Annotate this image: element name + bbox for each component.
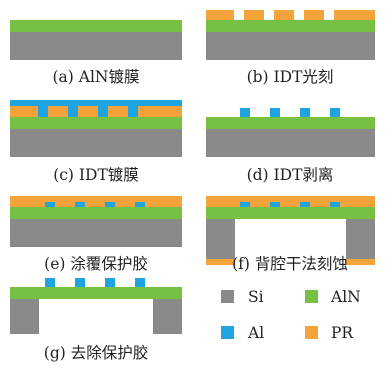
- legend-label-si: Si: [248, 288, 264, 306]
- pr-block: [334, 10, 375, 20]
- legend-swatch-aln: [305, 290, 318, 303]
- step-e-diagram: [10, 196, 182, 247]
- al-electrode: [135, 278, 145, 287]
- step-b-label: (b) IDT光刻: [247, 68, 334, 86]
- si-substrate: [10, 129, 182, 157]
- al-electrode: [270, 108, 280, 117]
- step-g-label: (g) 去除保护胶: [44, 344, 148, 362]
- al-electrode: [75, 202, 85, 207]
- al-electrode: [45, 278, 55, 287]
- step-c-label: (c) IDT镀膜: [53, 166, 139, 184]
- al-electrode: [330, 202, 340, 207]
- aln-layer: [206, 20, 375, 32]
- step-g-diagram: [10, 278, 182, 334]
- step-c-diagram: [10, 100, 182, 157]
- si-substrate: [10, 32, 182, 60]
- aln-layer: [10, 287, 182, 299]
- pr-block: [78, 106, 98, 117]
- pr-block: [274, 10, 294, 20]
- al-electrode: [38, 106, 48, 117]
- aln-layer: [10, 117, 182, 129]
- step-d-diagram: [206, 108, 375, 157]
- al-electrode: [300, 202, 310, 207]
- al-electrode: [68, 106, 78, 117]
- si-substrate: [206, 32, 375, 60]
- step-d-label: (d) IDT剥离: [247, 166, 334, 184]
- step-f-label: (f) 背腔干法刻蚀: [232, 255, 348, 273]
- al-electrode: [45, 202, 55, 207]
- pr-block: [108, 106, 128, 117]
- al-electrode: [75, 278, 85, 287]
- al-electrode: [270, 202, 280, 207]
- pr-block: [244, 10, 264, 20]
- aln-layer: [10, 20, 182, 32]
- pr-block: [138, 106, 182, 117]
- pr-backside: [346, 259, 375, 265]
- al-electrode: [105, 202, 115, 207]
- legend: Si AlN Al PR: [221, 288, 361, 342]
- step-a-label: (a) AlN镀膜: [53, 68, 140, 86]
- step-e-label: (e) 涂覆保护胶: [44, 255, 148, 273]
- legend-label-pr: PR: [331, 324, 354, 342]
- legend-label-al: Al: [247, 324, 264, 342]
- legend-swatch-pr: [305, 326, 318, 339]
- legend-label-aln: AlN: [330, 288, 361, 306]
- pr-block: [206, 10, 234, 20]
- pr-block: [304, 10, 324, 20]
- al-electrode: [240, 108, 250, 117]
- pr-block: [48, 106, 68, 117]
- si-pillar: [10, 299, 39, 334]
- pr-protective-layer: [206, 196, 375, 207]
- legend-swatch-al: [221, 326, 234, 339]
- aln-layer: [10, 207, 182, 219]
- al-electrode: [135, 202, 145, 207]
- pr-backside: [206, 259, 235, 265]
- si-pillar: [206, 219, 235, 259]
- al-electrode: [330, 108, 340, 117]
- aln-layer: [206, 117, 375, 129]
- legend-swatch-si: [221, 290, 234, 303]
- al-electrode: [98, 106, 108, 117]
- al-electrode: [300, 108, 310, 117]
- pr-block: [10, 106, 38, 117]
- al-electrode: [240, 202, 250, 207]
- pr-protective-layer: [10, 196, 182, 207]
- aln-layer: [206, 207, 375, 219]
- si-substrate: [10, 219, 182, 247]
- al-electrode: [128, 106, 138, 117]
- al-film-top: [10, 100, 182, 106]
- step-a-diagram: [10, 20, 182, 60]
- step-b-diagram: [206, 10, 375, 60]
- si-substrate: [206, 129, 375, 157]
- si-pillar: [153, 299, 182, 334]
- step-f-diagram: [206, 196, 375, 265]
- si-pillar: [346, 219, 375, 259]
- al-electrode: [105, 278, 115, 287]
